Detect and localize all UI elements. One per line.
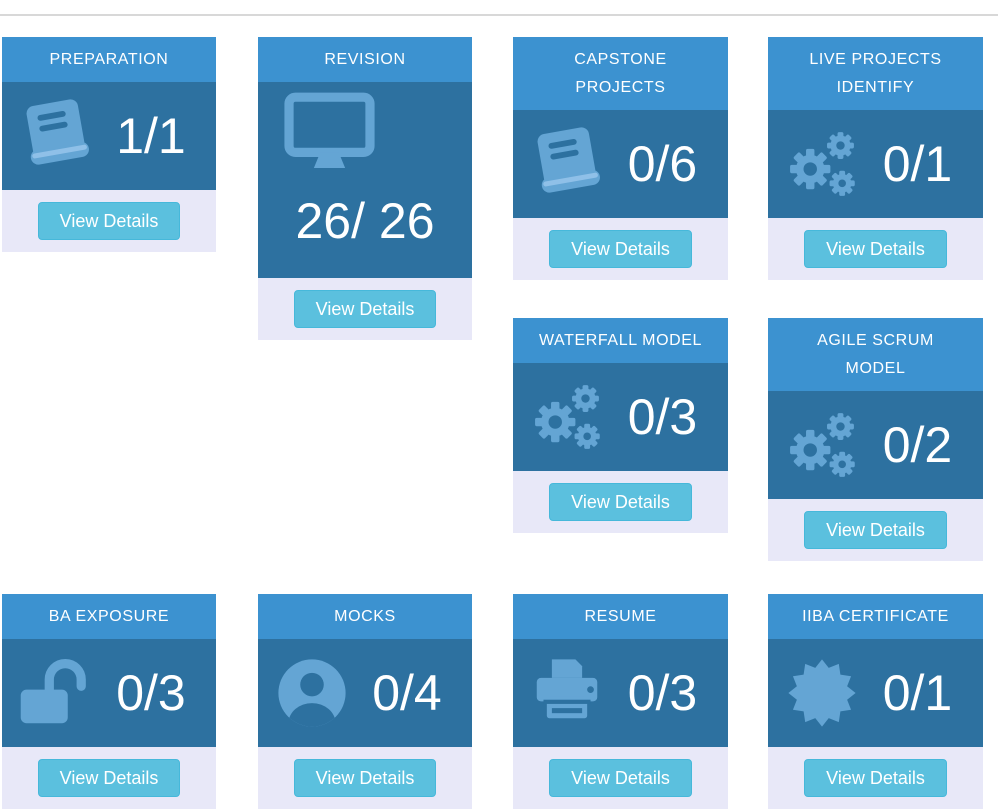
gears-icon [780, 122, 864, 206]
card-footer: View Details [258, 278, 472, 340]
card-body: 0/3 [513, 363, 728, 471]
card-body: 0/6 [513, 110, 728, 218]
card-title: RESUME [513, 594, 728, 639]
card-footer: View Details [513, 218, 728, 280]
progress-count: 0/3 [116, 665, 186, 721]
card-ba-exposure: BA EXPOSURE 0/3 View Details [2, 594, 216, 809]
certificate-icon [780, 651, 864, 735]
card-body: 0/4 [258, 639, 472, 747]
card-body: 0/3 [513, 639, 728, 747]
card-title: BA EXPOSURE [2, 594, 216, 639]
view-details-button[interactable]: View Details [293, 758, 437, 798]
view-details-button[interactable]: View Details [37, 758, 181, 798]
card-title: CAPSTONE PROJECTS [513, 37, 728, 110]
card-body: 0/1 [768, 110, 983, 218]
card-footer: View Details [2, 190, 216, 252]
card-title: IIBA CERTIFICATE [768, 594, 983, 639]
view-details-button[interactable]: View Details [37, 201, 181, 241]
monitor-icon [282, 88, 377, 180]
card-waterfall-model: WATERFALL MODEL 0/3 View Details [513, 318, 728, 533]
gears-icon [525, 375, 609, 459]
card-body: 26/ 26 [258, 82, 472, 278]
card-footer: View Details [513, 747, 728, 809]
user-circle-icon [270, 651, 354, 735]
card-body: 0/1 [768, 639, 983, 747]
book-icon [525, 122, 609, 206]
progress-count: 1/1 [116, 108, 186, 164]
view-details-button[interactable]: View Details [293, 289, 437, 329]
card-title: REVISION [258, 37, 472, 82]
card-preparation: PREPARATION 1/1 View Details [2, 37, 216, 252]
card-capstone-projects: CAPSTONE PROJECTS 0/6 View Details [513, 37, 728, 280]
card-footer: View Details [513, 471, 728, 533]
top-divider [0, 14, 998, 16]
progress-count: 26/ 26 [295, 193, 435, 249]
view-details-button[interactable]: View Details [549, 482, 692, 522]
progress-count: 0/6 [627, 136, 698, 192]
card-footer: View Details [768, 499, 983, 561]
card-title: WATERFALL MODEL [513, 318, 728, 363]
unlock-icon [14, 651, 98, 735]
card-title: MOCKS [258, 594, 472, 639]
progress-count: 0/1 [882, 136, 953, 192]
view-details-button[interactable]: View Details [804, 758, 947, 798]
card-footer: View Details [2, 747, 216, 809]
card-footer: View Details [258, 747, 472, 809]
view-details-button[interactable]: View Details [804, 229, 947, 269]
card-resume: RESUME 0/3 View Details [513, 594, 728, 809]
progress-count: 0/1 [882, 665, 953, 721]
view-details-button[interactable]: View Details [549, 758, 692, 798]
progress-count: 0/3 [627, 665, 698, 721]
card-live-projects-identify: LIVE PROJECTS IDENTIFY 0/1 View Details [768, 37, 983, 280]
printer-icon [525, 651, 609, 735]
progress-count: 0/3 [627, 389, 698, 445]
card-title: PREPARATION [2, 37, 216, 82]
card-agile-scrum-model: AGILE SCRUM MODEL 0/2 View Details [768, 318, 983, 561]
card-body: 1/1 [2, 82, 216, 190]
card-footer: View Details [768, 218, 983, 280]
card-title: AGILE SCRUM MODEL [768, 318, 983, 391]
card-body: 0/2 [768, 391, 983, 499]
progress-count: 0/4 [372, 665, 442, 721]
card-title: LIVE PROJECTS IDENTIFY [768, 37, 983, 110]
progress-count: 0/2 [882, 417, 953, 473]
card-footer: View Details [768, 747, 983, 809]
card-revision: REVISION 26/ 26 View Details [258, 37, 472, 340]
view-details-button[interactable]: View Details [549, 229, 692, 269]
card-mocks: MOCKS 0/4 View Details [258, 594, 472, 809]
gears-icon [780, 403, 864, 487]
view-details-button[interactable]: View Details [804, 510, 947, 550]
card-iiba-certificate: IIBA CERTIFICATE 0/1 View Details [768, 594, 983, 809]
book-icon [14, 94, 98, 178]
card-body: 0/3 [2, 639, 216, 747]
